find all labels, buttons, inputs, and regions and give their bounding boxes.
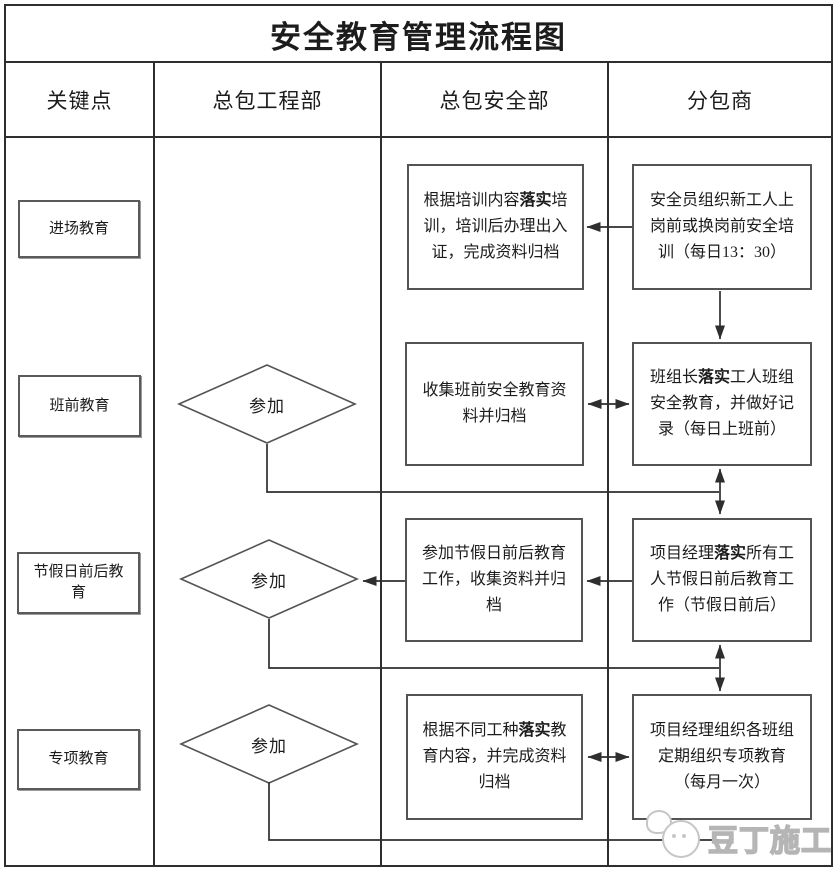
diamond-shape — [179, 704, 359, 784]
keypoint-box-special-education: 专项教育 — [17, 729, 140, 790]
watermark-text: 豆丁施工 — [707, 824, 832, 859]
diamond-shape — [177, 364, 357, 444]
subcontractor-box-row2: 班组长落实工人班组安全教育，并做好记录（每日上班前） — [632, 342, 812, 466]
subcontractor-box-row1: 安全员组织新工人上岗前或换岗前安全培训（每日13：30） — [632, 164, 812, 290]
participate-diamond-row2: 参加 — [177, 364, 357, 444]
keypoint-box-preshift-education: 班前教育 — [18, 375, 141, 437]
column-header-eng-dept: 总包工程部 — [212, 88, 323, 113]
subcontractor-box-row4: 项目经理组织各班组定期组织专项教育（每月一次） — [632, 694, 812, 820]
column-divider-2 — [380, 61, 382, 867]
column-divider-3 — [607, 61, 609, 867]
keypoint-box-holiday-education: 节假日前后教育 — [17, 552, 140, 614]
safety-box-row3: 参加节假日前后教育工作，收集资料并归档 — [405, 518, 583, 642]
safety-box-row1: 根据培训内容落实培训，培训后办理出入证，完成资料归档 — [407, 164, 584, 290]
participate-diamond-row3: 参加 — [179, 539, 359, 619]
title-separator-line — [4, 61, 833, 63]
watermark: 豆丁施工 — [646, 808, 832, 864]
column-divider-1 — [153, 61, 155, 867]
douding-logo-icon — [662, 820, 700, 858]
safety-box-row2: 收集班前安全教育资料并归档 — [405, 342, 584, 466]
keypoint-box-entry-education: 进场教育 — [18, 200, 140, 258]
outer-border — [4, 4, 833, 867]
participate-diamond-row4: 参加 — [179, 704, 359, 784]
column-header-subcontractor: 分包商 — [687, 88, 753, 113]
page-title: 安全教育管理流程图 — [270, 19, 567, 55]
header-separator-line — [4, 136, 833, 138]
column-header-keypoint: 关键点 — [46, 88, 113, 113]
subcontractor-box-row3: 项目经理落实所有工人节假日前后教育工作（节假日前后） — [632, 518, 812, 642]
diamond-shape — [179, 539, 359, 619]
safety-box-row4: 根据不同工种落实教育内容，并完成资料归档 — [406, 694, 583, 820]
column-header-safety-dept: 总包安全部 — [439, 88, 550, 113]
